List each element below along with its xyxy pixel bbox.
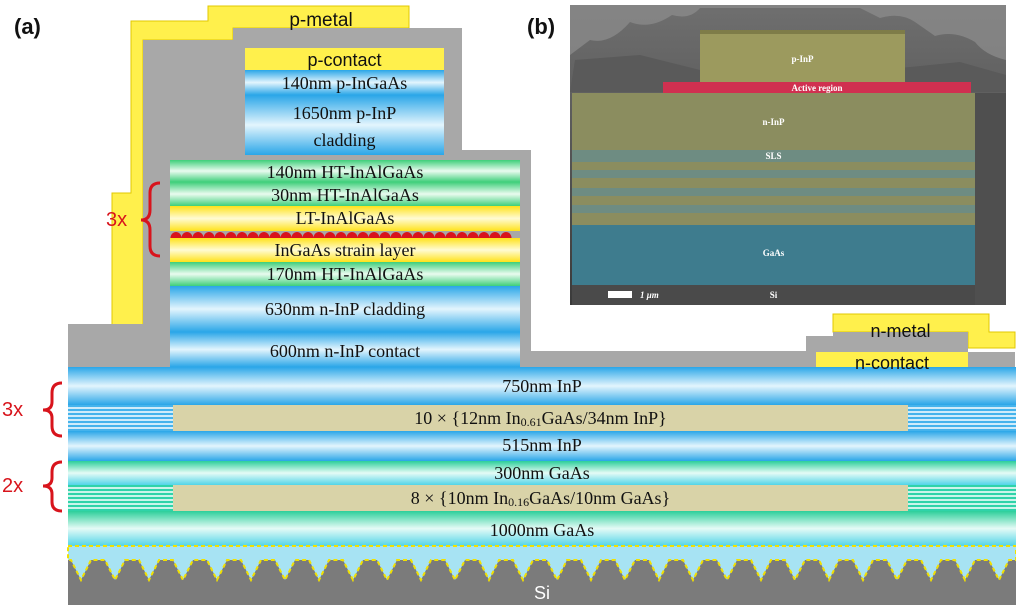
quantum-dot — [313, 232, 325, 238]
n-contact-label: n-contact — [854, 353, 930, 373]
sls-inp-block — [173, 405, 908, 431]
ht-inalgaas-30-layer — [170, 182, 520, 206]
lt-inalgaas-layer — [170, 206, 520, 231]
quantum-dot — [478, 232, 490, 238]
gaas-300-label: 300nm GaAs — [494, 463, 590, 483]
gaas-1000-label: 1000nm GaAs — [489, 520, 595, 540]
quantum-dot — [192, 232, 204, 238]
quantum-dot — [335, 232, 347, 238]
n-inp-cladding-label: 630nm n-InP cladding — [264, 299, 426, 319]
quantum-dot — [445, 232, 457, 238]
inp-515-layer — [68, 431, 1016, 461]
quantum-dot — [214, 232, 226, 238]
quantum-dot — [412, 232, 424, 238]
quantum-dot — [280, 232, 292, 238]
quantum-dot — [357, 232, 369, 238]
sem-n-inp-label: n-InP — [762, 117, 785, 127]
inp-750-label: 750nm InP — [502, 376, 582, 396]
p-contact-label: p-contact — [307, 50, 382, 70]
sls-gaas-block — [173, 485, 908, 511]
ht-inalgaas-140-layer — [170, 160, 520, 182]
panel-b-tag: (b) — [527, 14, 556, 39]
n-inp-contact-label: 600nm n-InP contact — [269, 341, 421, 361]
quantum-dot — [302, 232, 314, 238]
quantum-dot — [456, 232, 468, 238]
quantum-dot-row — [170, 232, 512, 238]
quantum-dot — [324, 232, 336, 238]
sls-gaas-bracket — [42, 460, 63, 513]
sls-inp-label: 10 × {12nm In0.61GaAs/34nm InP} — [173, 409, 908, 428]
p-metal-label: p-metal — [289, 10, 353, 31]
sls-inp-label-prefix: 10 × {12nm In — [414, 408, 521, 428]
p-inp-label-line2: cladding — [313, 130, 376, 150]
sem-scale-label: 1 μm — [640, 290, 659, 300]
gaas-300-layer — [68, 461, 1016, 485]
sem-sls-label: SLS — [765, 151, 782, 161]
quantum-dot — [489, 232, 501, 238]
ht-inalgaas-140-label: 140nm HT-InAlGaAs — [266, 162, 424, 182]
sem-p-inp-label: p-InP — [791, 54, 814, 64]
quantum-dot — [401, 232, 413, 238]
qw-stack-bracket — [140, 181, 161, 258]
sls-inp-label-suffix: GaAs/34nm InP} — [541, 408, 667, 428]
sem-si-label: Si — [769, 290, 778, 300]
sem-gaas-label: GaAs — [762, 248, 785, 258]
sem-active-label: Active region — [791, 83, 843, 93]
quantum-dot — [434, 232, 446, 238]
sls-gaas-label-prefix: 8 × {10nm In — [410, 488, 509, 508]
inp-750-layer — [68, 367, 1016, 405]
qw-stack-repeat-label: 3x — [106, 209, 128, 231]
sem-image — [570, 5, 1006, 305]
scale-bar — [608, 291, 632, 298]
quantum-dot — [390, 232, 402, 238]
ht-inalgaas-170-label: 170nm HT-InAlGaAs — [266, 264, 424, 284]
sls-gaas-label-suffix: GaAs/10nm GaAs} — [529, 488, 671, 508]
gaas-1000-layer — [68, 511, 1016, 546]
p-ingaas-layer — [245, 70, 444, 95]
quantum-dot — [170, 232, 182, 238]
sls-gaas-label: 8 × {10nm In0.16GaAs/10nm GaAs} — [173, 489, 908, 508]
quantum-dot — [346, 232, 358, 238]
ht-inalgaas-170-layer — [170, 262, 520, 286]
quantum-dot — [379, 232, 391, 238]
panel-a-tag: (a) — [14, 14, 41, 39]
p-inp-label-line1: 1650nm p-InP — [292, 103, 397, 123]
quantum-dot — [423, 232, 435, 238]
quantum-dot — [291, 232, 303, 238]
p-ingaas-label: 140nm p-InGaAs — [281, 73, 408, 93]
ingaas-strain-layer — [170, 238, 520, 262]
quantum-dot — [368, 232, 380, 238]
n-inp-contact-layer — [170, 332, 520, 367]
quantum-dot — [236, 232, 248, 238]
quantum-dot — [203, 232, 215, 238]
quantum-dot — [247, 232, 259, 238]
n-metal-label: n-metal — [870, 321, 931, 341]
sls-gaas-repeat-label: 2x — [2, 475, 24, 497]
sls-inp-bracket — [42, 381, 63, 438]
p-contact-layer — [245, 48, 444, 70]
quantum-dot — [269, 232, 281, 238]
sls-inp-label-sub: 0.61 — [520, 415, 542, 429]
v-groove-interface — [67, 545, 1016, 583]
ht-inalgaas-30-label: 30nm HT-InAlGaAs — [271, 185, 419, 205]
si-label: Si — [533, 583, 550, 603]
ingaas-strain-label: InGaAs strain layer — [274, 240, 416, 260]
lt-inalgaas-label: LT-InAlGaAs — [295, 208, 395, 228]
quantum-dot — [500, 232, 512, 238]
quantum-dot — [467, 232, 479, 238]
quantum-dot — [225, 232, 237, 238]
p-inp-cladding-layer — [245, 95, 444, 155]
inp-515-label: 515nm InP — [502, 435, 582, 455]
sls-gaas-label-sub: 0.16 — [508, 495, 530, 509]
quantum-dot — [181, 232, 193, 238]
n-inp-cladding-layer — [170, 286, 520, 332]
sls-inp-repeat-label: 3x — [2, 399, 24, 421]
quantum-dot — [258, 232, 270, 238]
